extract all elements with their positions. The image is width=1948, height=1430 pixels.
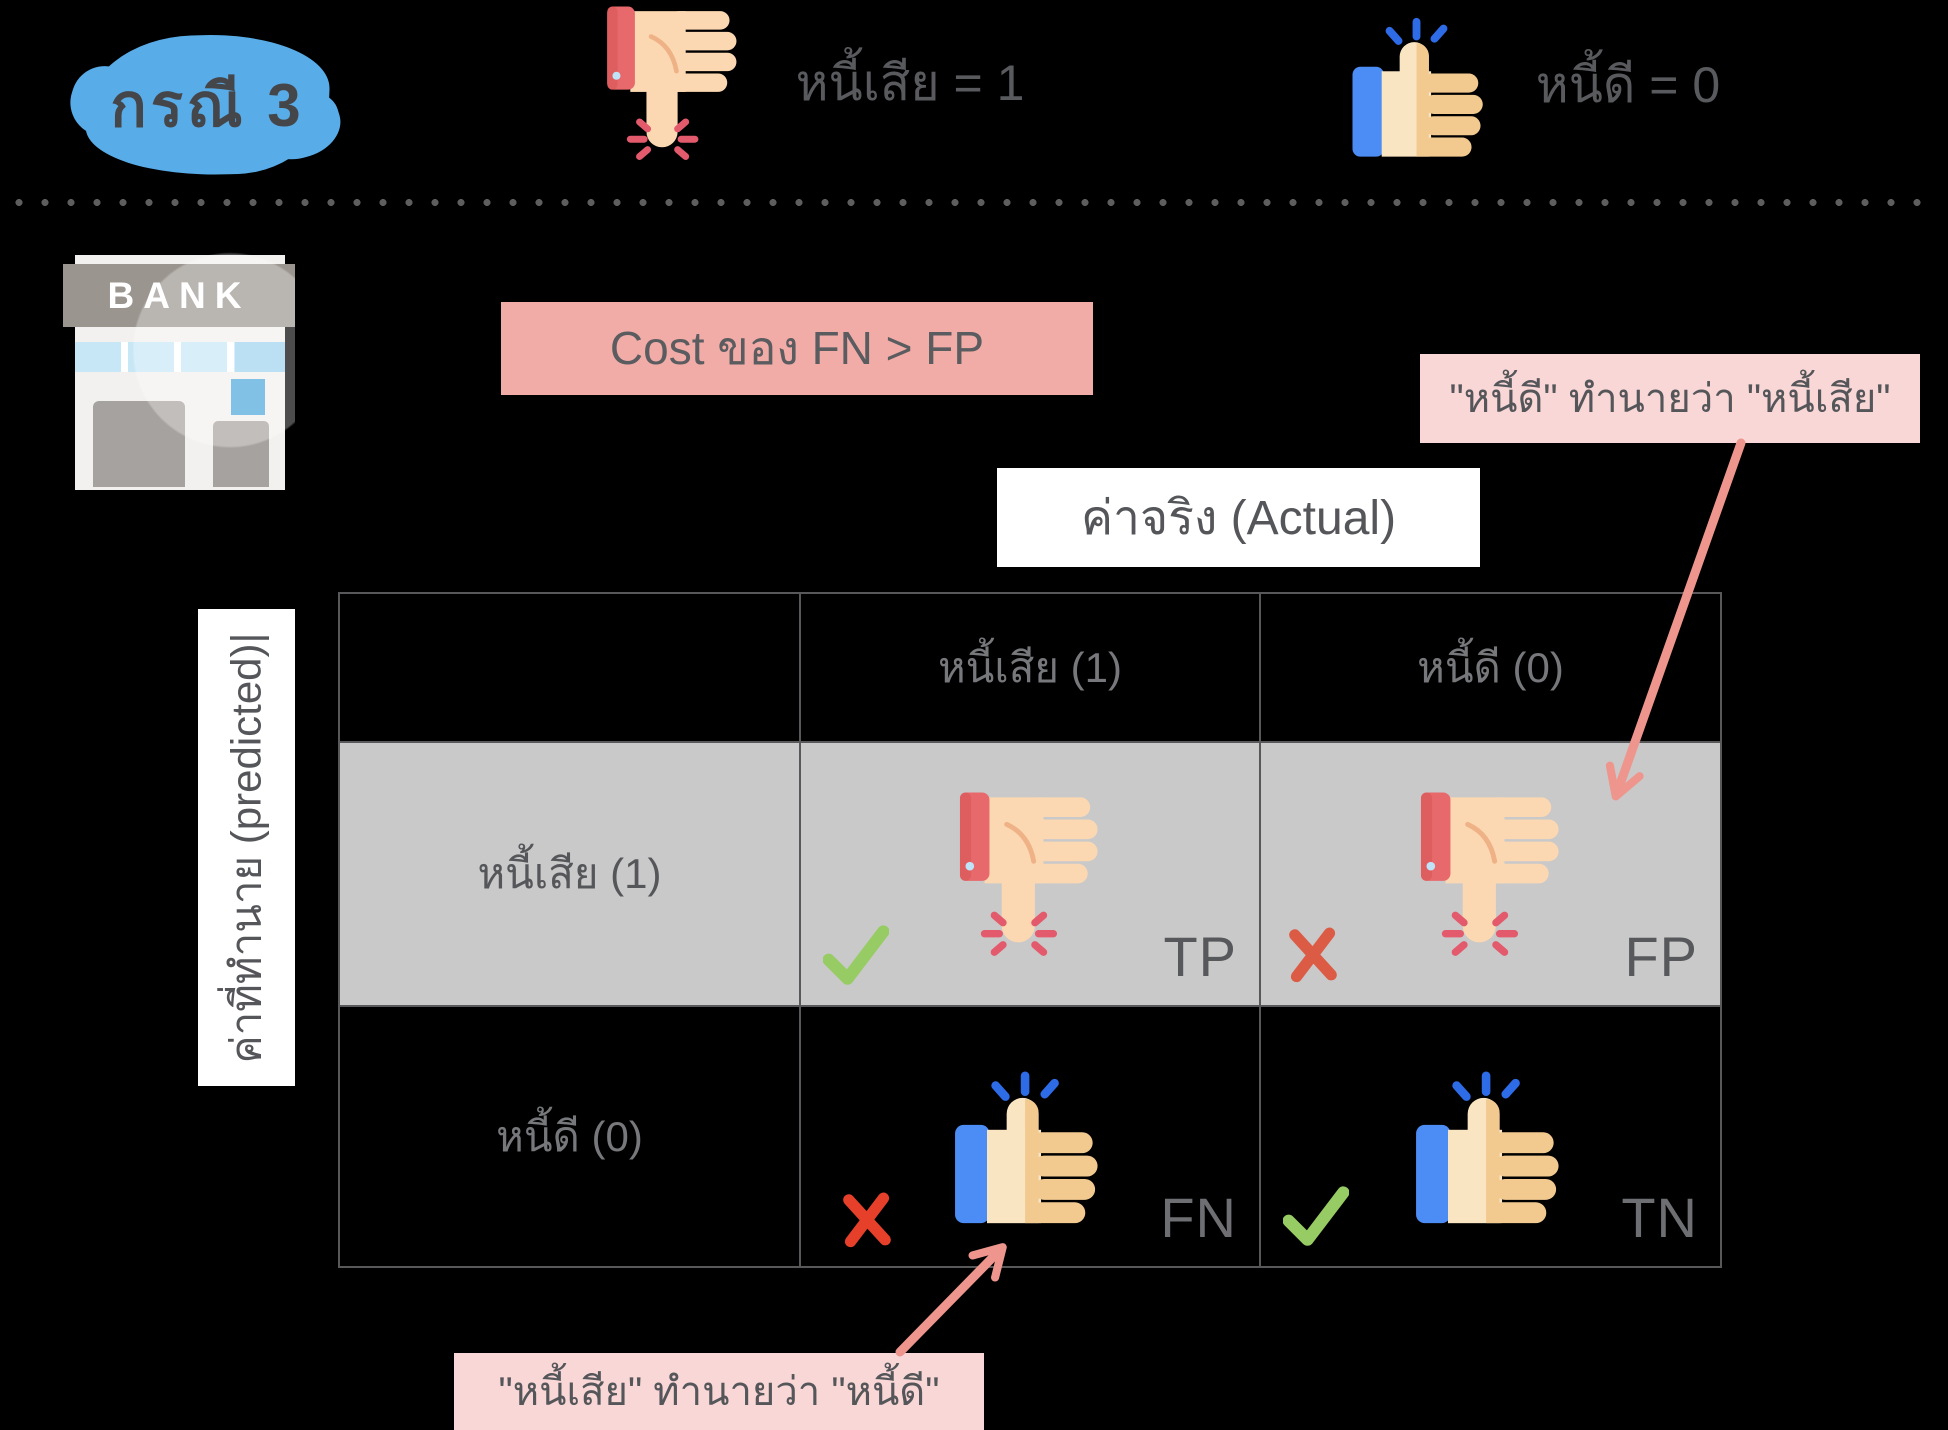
thumbs-up-icon <box>1348 8 1494 166</box>
case-badge: กรณี 3 <box>82 30 333 180</box>
predicted-axis-label: ค่าที่ทำนาย (predicted)| <box>198 609 295 1086</box>
cell-label-fn: FN <box>1160 1186 1237 1249</box>
actual-axis-label: ค่าจริง (Actual) <box>997 468 1480 567</box>
case-badge-label: กรณี 3 <box>110 71 305 139</box>
dotted-divider <box>15 198 1935 207</box>
fn-annotation: "หนี้เสีย" ทำนายว่า "หนี้ดี" <box>454 1353 984 1430</box>
cell-fn: FN <box>801 1007 1261 1266</box>
cell-tp: TP <box>801 743 1261 1007</box>
thumbs-up-icon <box>1411 1061 1571 1233</box>
confusion-matrix: หนี้เสีย (1) หนี้ดี (0) หนี้เสีย (1) TP … <box>338 592 1722 1268</box>
thumbs-down-icon <box>1411 790 1571 962</box>
check-icon <box>823 925 889 987</box>
bank-icon: BANK <box>63 249 295 490</box>
predicted-axis-text: ค่าที่ทำนาย (predicted)| <box>222 632 270 1063</box>
check-icon <box>1283 1186 1349 1248</box>
fp-annotation: "หนี้ดี" ทำนายว่า "หนี้เสีย" <box>1420 354 1920 443</box>
cell-label-tp: TP <box>1163 925 1237 988</box>
bank-sign: BANK <box>63 264 295 327</box>
good-debt-label: หนี้ดี = 0 <box>1535 57 1721 114</box>
cell-label-tn: TN <box>1621 1186 1698 1249</box>
row-header-bad-debt: หนี้เสีย (1) <box>340 743 801 1007</box>
cross-icon <box>841 1190 893 1248</box>
corner-cell <box>340 594 801 743</box>
bad-debt-label: หนี้เสีย = 1 <box>795 55 1025 112</box>
thumbs-down-icon <box>950 790 1110 962</box>
cross-icon <box>1287 925 1339 983</box>
column-header-good-debt: หนี้ดี (0) <box>1261 594 1720 743</box>
bank-door-left <box>93 401 185 487</box>
bank-window-pane <box>235 342 285 372</box>
cell-label-fp: FP <box>1624 925 1698 988</box>
cost-note: Cost ของ FN > FP <box>501 302 1093 395</box>
column-header-bad-debt: หนี้เสีย (1) <box>801 594 1261 743</box>
thumbs-down-icon <box>598 4 748 166</box>
cell-fp: FP <box>1261 743 1720 1007</box>
row-header-good-debt: หนี้ดี (0) <box>340 1007 801 1266</box>
bank-small-window <box>231 379 265 415</box>
bank-door-right <box>213 421 269 487</box>
thumbs-up-icon <box>950 1061 1110 1233</box>
cell-tn: TN <box>1261 1007 1720 1266</box>
